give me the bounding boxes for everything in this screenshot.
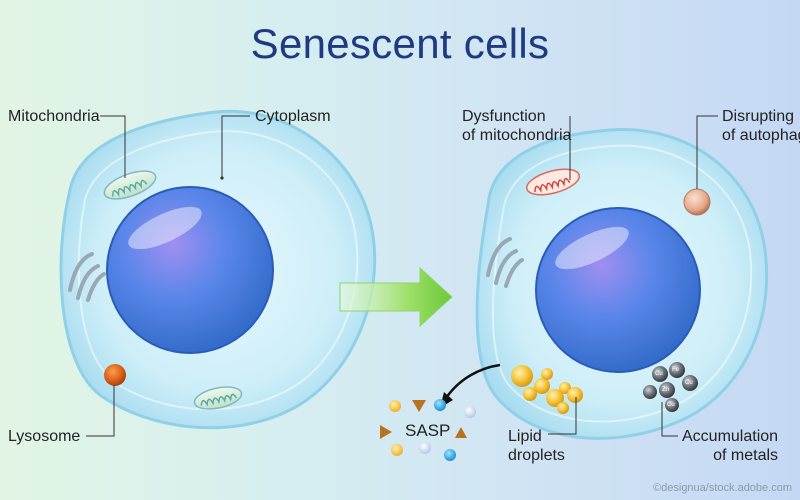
senescent-cell [475, 128, 769, 440]
autophagy-vesicle-icon [683, 188, 711, 216]
healthy-mitochondrion-2-icon [193, 386, 243, 410]
senescent-golgi-icon [486, 237, 524, 288]
label-accumulation-metals: Accumulation of metals [682, 427, 778, 465]
label-disrupting-line1: Disrupting [722, 108, 795, 125]
label-disrupting-autophagy: Disrupting of autophagy [722, 107, 800, 145]
label-accumulation-line1: Accumulation [682, 428, 779, 445]
label-lipid-droplets: Lipid droplets [508, 427, 565, 465]
healthy-cell [59, 109, 377, 430]
lipid-droplets-icon [511, 365, 583, 414]
label-accumulation-line2: of metals [713, 447, 779, 464]
label-lysosome: Lysosome [8, 428, 81, 445]
metal-symbol-5: Cu [667, 402, 675, 408]
metal-particles-icon [643, 362, 698, 412]
label-mitochondria: Mitochondria [8, 108, 100, 125]
leader-lines [86, 115, 718, 437]
label-dysfunction-line1: Dysfunction [462, 108, 546, 125]
label-dysfunction-mitochondria: Dysfunction of mitochondria [462, 107, 571, 145]
label-lipid-line1: Lipid [508, 428, 542, 445]
senescent-nucleus [535, 207, 701, 373]
label-disrupting-line2: of autophagy [722, 127, 800, 144]
healthy-mitochondrion-icon [103, 170, 157, 200]
diagram-title: Senescent cells [250, 20, 550, 67]
label-dysfunction-line2: of mitochondria [462, 127, 572, 144]
metal-symbol-2: Fe [672, 367, 680, 373]
healthy-lysosome-icon [104, 364, 126, 386]
healthy-nucleus [106, 186, 274, 354]
metal-symbol-4: Zn [662, 387, 670, 393]
damaged-mitochondrion-icon [526, 168, 580, 196]
sasp-arrow [444, 363, 501, 399]
image-credit: ©designua/stock.adobe.com [653, 482, 792, 494]
metal-symbol-1: Cu [655, 371, 663, 377]
metal-symbol-3: Cu [685, 380, 693, 386]
label-sasp: SASP [405, 421, 451, 440]
label-cytoplasm: Cytoplasm [255, 108, 331, 125]
transition-arrow [339, 266, 453, 328]
sasp-factors-icon [380, 399, 476, 461]
healthy-golgi-icon [68, 252, 106, 302]
label-lipid-line2: droplets [508, 447, 565, 464]
